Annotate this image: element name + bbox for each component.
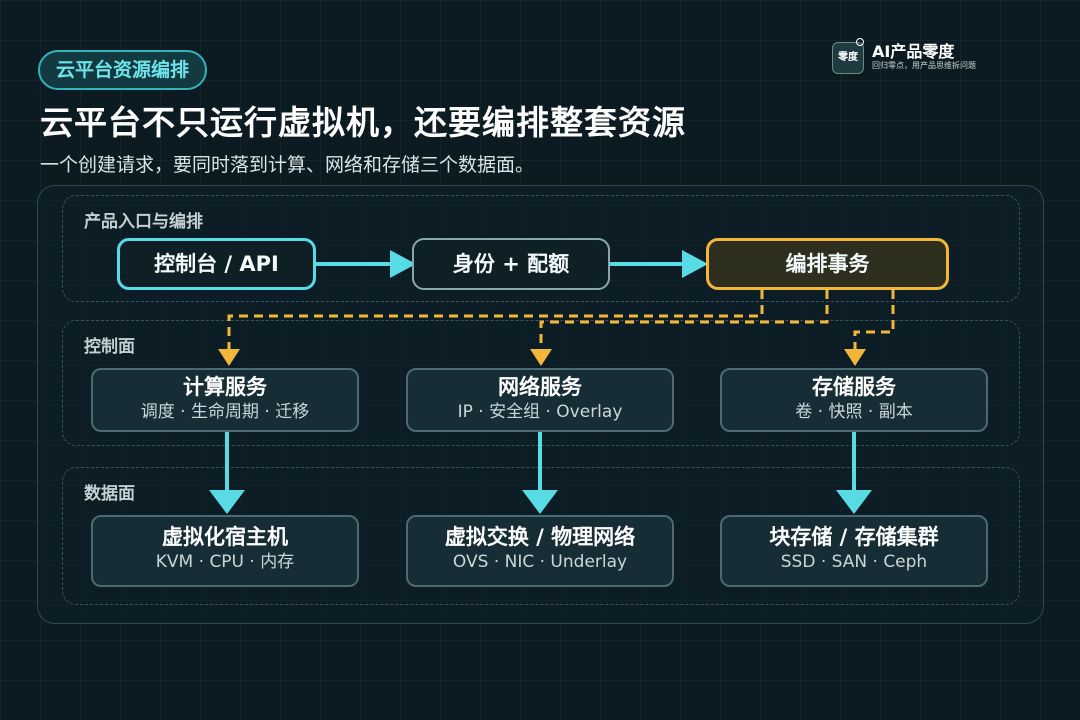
dispatch-to-compute (227, 290, 764, 350)
control-plane-label: 控制面 (84, 337, 135, 357)
virtual-switch-title: 虚拟交换 / 物理网络 (444, 525, 636, 549)
virtualization-host-card: 虚拟化宿主机 KVM · CPU · 内存 (91, 515, 359, 587)
dispatch-to-network-head (530, 349, 552, 366)
dispatch-to-storage (853, 290, 895, 350)
arrow-console-to-identity-head (390, 250, 416, 278)
network-service-title: 网络服务 (498, 375, 582, 399)
virtualization-host-detail: KVM · CPU · 内存 (155, 552, 295, 572)
brand-logo-icon: 零度 (832, 42, 864, 74)
arrow-identity-to-orchestration-head (682, 250, 708, 278)
network-service-detail: IP · 安全组 · Overlay (457, 402, 623, 422)
storage-service-detail: 卷 · 快照 · 副本 (795, 402, 913, 422)
compute-service-detail: 调度 · 生命周期 · 迁移 (140, 402, 310, 422)
arrow-storage-to-cluster-head (836, 490, 872, 514)
data-plane-label: 数据面 (84, 484, 135, 504)
storage-service-title: 存储服务 (812, 375, 896, 399)
virtual-switch-card: 虚拟交换 / 物理网络 OVS · NIC · Underlay (406, 515, 674, 587)
dispatch-to-network (539, 290, 829, 350)
storage-service-card: 存储服务 卷 · 快照 · 副本 (720, 368, 988, 432)
dispatch-to-storage-head (844, 349, 866, 366)
compute-service-card: 计算服务 调度 · 生命周期 · 迁移 (91, 368, 359, 432)
virtualization-host-title: 虚拟化宿主机 (162, 525, 288, 549)
orchestration-node: 编排事务 (706, 238, 949, 290)
identity-quota-node: 身份 + 配额 (412, 238, 610, 290)
brand-name: AI产品零度 (872, 42, 955, 61)
entry-section (62, 195, 1020, 302)
arrow-network-to-switch-head (522, 490, 558, 514)
brand-slogan: 回归零点，用产品思维拆问题 (872, 61, 976, 70)
arrow-compute-to-host-head (209, 490, 245, 514)
dispatch-to-compute-head (218, 349, 240, 366)
console-api-node: 控制台 / API (117, 238, 316, 290)
block-storage-card: 块存储 / 存储集群 SSD · SAN · Ceph (720, 515, 988, 587)
page-title: 云平台不只运行虚拟机，还要编排整套资源 (40, 103, 686, 142)
block-storage-detail: SSD · SAN · Ceph (780, 552, 928, 572)
page-subtitle: 一个创建请求，要同时落到计算、网络和存储三个数据面。 (40, 154, 535, 176)
compute-service-title: 计算服务 (183, 375, 267, 399)
entry-section-label: 产品入口与编排 (84, 212, 203, 232)
block-storage-title: 块存储 / 存储集群 (769, 525, 939, 549)
brand-dot-icon (856, 38, 864, 46)
virtual-switch-detail: OVS · NIC · Underlay (452, 552, 628, 572)
topic-tag: 云平台资源编排 (38, 50, 208, 90)
network-service-card: 网络服务 IP · 安全组 · Overlay (406, 368, 674, 432)
